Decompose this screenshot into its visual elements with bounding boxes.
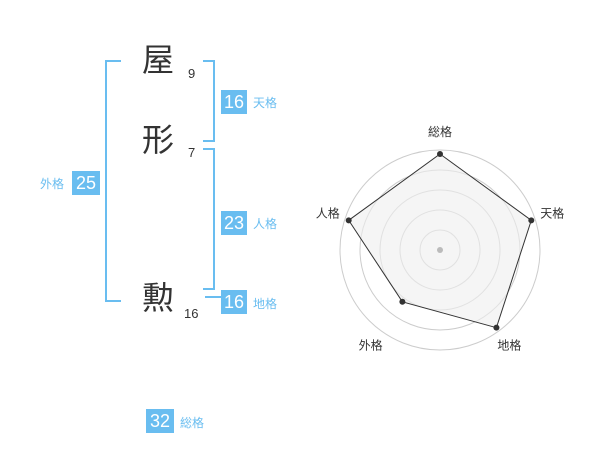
tenkaku-value: 16 (221, 90, 247, 114)
soukaku-label: 総格 (180, 416, 205, 430)
name-char-1-strokes: 9 (188, 66, 196, 81)
tenkaku-bracket (203, 60, 215, 142)
radar-polygon (348, 153, 532, 329)
radar-axis-label: 総格 (428, 124, 452, 139)
radar-point (437, 151, 443, 157)
gaikaku-value: 25 (72, 171, 100, 195)
chikaku-label: 地格 (253, 297, 278, 311)
name-char-3-strokes: 16 (184, 306, 199, 321)
jinkaku-label: 人格 (253, 217, 278, 231)
radar-point (493, 324, 500, 331)
name-char-2-strokes: 7 (188, 145, 196, 160)
radar-axis-label: 外格 (359, 337, 383, 352)
name-char-2: 形 (142, 121, 175, 159)
name-char-1: 屋 (142, 41, 175, 79)
jinkaku-bracket (203, 148, 215, 290)
chikaku-value: 16 (221, 290, 247, 314)
radar-point (345, 217, 352, 224)
radar-axis-label: 天格 (540, 206, 564, 221)
soukaku-value: 32 (146, 409, 174, 433)
name-char-3: 勲 (142, 279, 175, 317)
radar-axis-label: 人格 (316, 206, 340, 221)
radar-grid-ring (339, 149, 541, 351)
tenkaku-label: 天格 (253, 96, 278, 110)
gaikaku-label: 外格 (40, 177, 65, 191)
chikaku-connector (205, 296, 221, 298)
radar-point (399, 298, 406, 305)
radar-point (528, 217, 535, 224)
gaikaku-bracket (105, 60, 121, 302)
radar-center-dot (437, 247, 443, 253)
jinkaku-value: 23 (221, 211, 247, 235)
radar-axis-label: 地格 (497, 337, 521, 352)
